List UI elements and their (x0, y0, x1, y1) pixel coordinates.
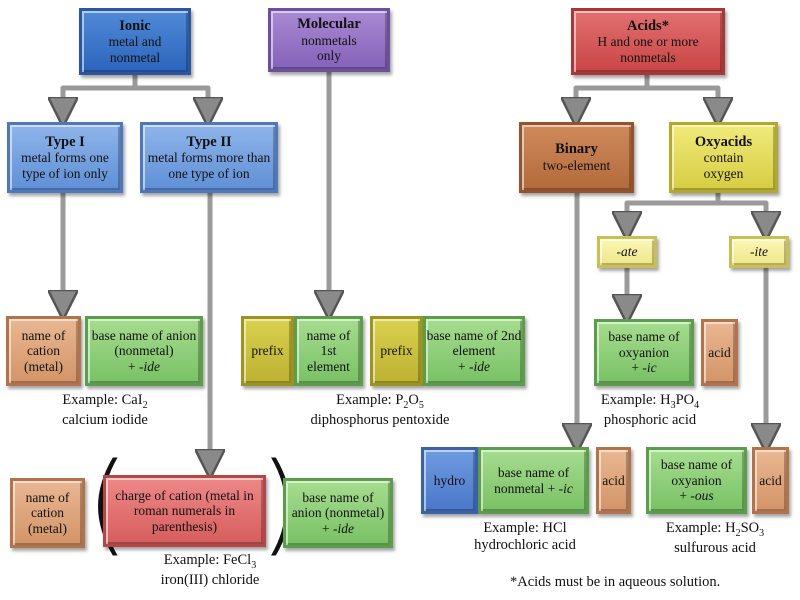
molecular-prefix-2-box: prefix (370, 316, 423, 386)
molecular-example: Example: P2O5 diphosphorus pentoxide (310, 392, 450, 428)
binary-example: Example: HCl hydrochloric acid (474, 520, 576, 554)
acids-box: Acids*H and one or more nonmetals (571, 8, 725, 75)
molecular-second-element-box: base name of 2nd element + -ide (423, 316, 525, 386)
type-ii-example: Example: FeCl3 iron(III) chloride (160, 552, 260, 588)
binary-nonmetal-box: base name of nonmetal + -ic (478, 447, 589, 514)
type-i-cation-box: name of cation (metal) (6, 316, 81, 386)
type-i-anion-box: base name of anion (nonmetal) + -ide (85, 316, 203, 386)
ate-suffix-box: -ate (597, 236, 657, 268)
type-i-example: Example: CaI2 calcium iodide (62, 392, 148, 428)
molecular-prefix-1-box: prefix (241, 316, 294, 386)
type-ii-anion-box: base name of anion (nonmetal) + -ide (283, 478, 393, 548)
ate-example: Example: H3PO4 phosphoric acid (600, 392, 700, 428)
hydro-prefix-box: hydro (421, 447, 478, 514)
ite-acid-box: acid (752, 447, 789, 514)
molecular-first-element-box: name of 1st element (294, 316, 363, 386)
ate-acid-box: acid (701, 319, 738, 386)
ite-example: Example: H2SO3 sulfurous acid (665, 520, 765, 556)
ite-suffix-box: -ite (729, 236, 789, 268)
ate-oxyanion-box: base name of oxyanion + -ic (594, 319, 694, 386)
ite-oxyanion-box: base name of oxyanion + -ous (646, 447, 747, 514)
binary-acid-box: acid (596, 447, 631, 514)
footnote: *Acids must be in aqueous solution. (510, 574, 721, 590)
type-ii-charge-box: charge of cation (metal in roman numeral… (103, 475, 266, 547)
type-ii-cation-box: name of cation (metal) (10, 478, 85, 548)
